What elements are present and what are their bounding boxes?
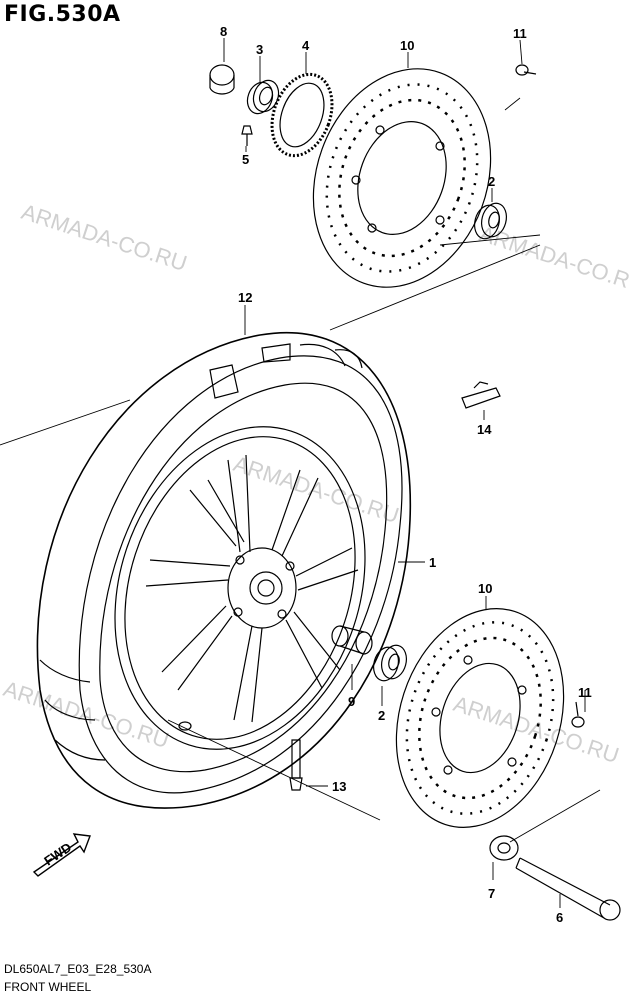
callout-4: 4 [302,38,310,53]
part-2-bearing-lower [373,644,407,682]
callout-14: 14 [477,422,492,437]
watermark-4: ARMADA-CO.RU [0,676,172,753]
callout-5: 5 [242,152,249,167]
callout-10-upper: 10 [400,38,414,53]
watermark-3: ARMADA-CO.RU [230,451,402,528]
watermark-2: ARMADA-CO.RU [476,221,629,298]
watermark-5: ARMADA-CO.RU [450,691,622,768]
watermarks: ARMADA-CO.RU ARMADA-CO.RU ARMADA-CO.RU A… [0,199,629,768]
brake-disc-lower [395,608,565,828]
model-code: DL650AL7_E03_E28_530A [4,962,152,976]
part-3-oil-seal [246,79,280,115]
figure-name: FRONT WHEEL [4,980,92,994]
part-13-valve [289,739,303,791]
callout-12: 12 [238,290,252,305]
callout-11-lower: 11 [578,685,592,700]
watermark-1: ARMADA-CO.RU [18,199,190,276]
callout-2-upper: 2 [488,174,495,189]
fwd-label: FWD [41,839,74,868]
callout-11-upper: 11 [513,26,527,41]
callout-8: 8 [220,24,227,39]
leader-lines [0,38,601,908]
callout-9: 9 [348,694,355,709]
brake-disc-upper [312,68,492,288]
callout-3: 3 [256,42,263,57]
part-11-bolt-lower [571,701,585,728]
part-11-bolt-upper [515,64,537,76]
part-7-collar [489,835,519,861]
wheel-rim [114,426,366,750]
part-2-bearing-upper [474,202,507,240]
callout-numbers: 8 3 4 10 11 5 2 12 14 1 10 11 9 2 13 7 6 [220,24,592,925]
callout-13: 13 [332,779,346,794]
callout-1: 1 [429,555,436,570]
part-6-axle [515,857,621,921]
tire [36,331,412,809]
callout-2-lower: 2 [378,708,385,723]
part-14-balance-weight [461,381,501,409]
callout-6: 6 [556,910,563,925]
figure-title: FIG.530A [4,2,121,27]
part-8-collar [209,64,235,95]
part-5-screw [241,125,253,146]
part-9-spacer [331,625,373,655]
part-4-sensor-ring [270,72,334,158]
fwd-arrow-icon: FWD [32,833,91,877]
callout-7: 7 [488,886,495,901]
callout-10-lower: 10 [478,581,492,596]
